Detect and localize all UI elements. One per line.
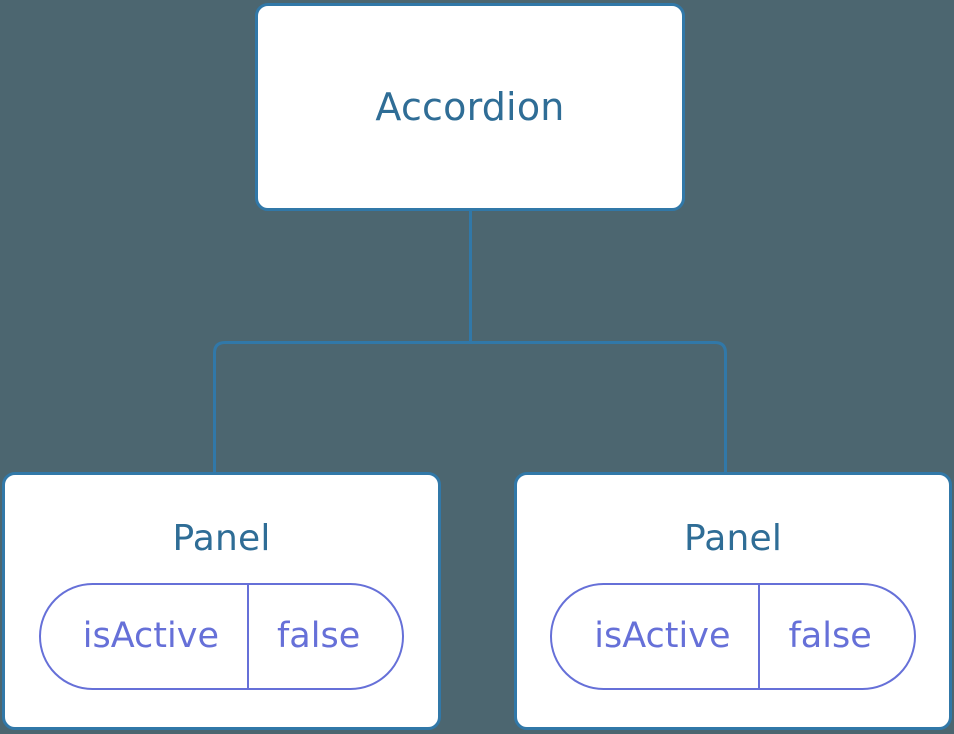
node-panel-left[interactable]: Panel isActive false <box>2 472 441 730</box>
prop-value-isactive-right: false <box>788 616 872 656</box>
node-panel-right[interactable]: Panel isActive false <box>514 472 952 730</box>
prop-pill-isactive-right[interactable]: isActive false <box>550 583 916 690</box>
edge-accordion-to-panel-left <box>213 341 471 476</box>
prop-key-isactive-left: isActive <box>41 585 249 688</box>
prop-key-isactive-right: isActive <box>552 585 761 688</box>
node-accordion[interactable]: Accordion <box>255 3 685 211</box>
node-panel-left-label: Panel <box>172 518 271 559</box>
node-accordion-label: Accordion <box>375 85 565 129</box>
node-panel-right-label: Panel <box>683 518 783 559</box>
prop-value-isactive-left: false <box>276 616 361 656</box>
edge-accordion-to-panel-right <box>470 341 727 476</box>
prop-pill-isactive-left[interactable]: isActive false <box>38 583 405 690</box>
